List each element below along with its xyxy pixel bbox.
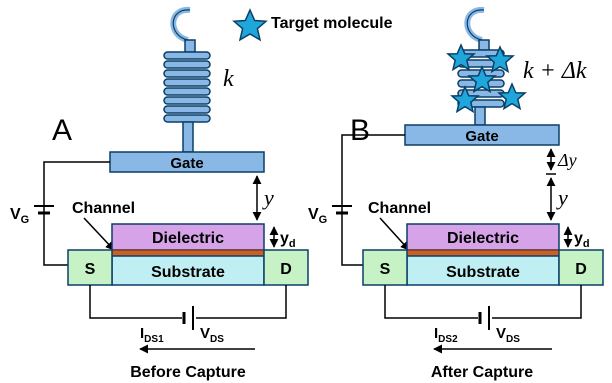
substrate-a [111, 255, 265, 286]
yd-label-a: yd [280, 230, 296, 250]
vds-label-a: VDS [200, 325, 224, 345]
caption-a: Before Capture [130, 364, 246, 381]
panel-b-letter: B [350, 114, 370, 147]
ids-label-a: IDS1 [140, 325, 164, 345]
delta-gap-label-b: Δy [557, 150, 577, 170]
substrate-label-a: Substrate [151, 264, 225, 281]
source-label-b: S [380, 261, 391, 278]
legend: Target molecule [232, 8, 393, 42]
channel-arrow-a [83, 217, 115, 251]
substrate-label-b: Substrate [446, 264, 520, 281]
oxide-layer-b [406, 249, 560, 257]
vg-wire-b [341, 134, 405, 266]
channel-label-b: Channel [368, 200, 431, 217]
drain-label-a: D [280, 261, 292, 278]
yd-label-b: yd [574, 230, 590, 250]
spring-coils-a [163, 51, 211, 123]
source-label-a: S [85, 261, 96, 278]
dielectric-b [406, 223, 560, 251]
source-a [67, 249, 113, 286]
oxide-layer-a [111, 249, 265, 257]
star-icon [232, 8, 268, 42]
star-icon [446, 43, 476, 72]
spring-constant-b: k + Δk [523, 58, 587, 84]
spring-constant-a: k [223, 66, 234, 92]
vg-label-b: VG [308, 206, 327, 226]
gap-label-b: y [556, 185, 568, 210]
captured-molecules [446, 43, 527, 114]
caption-b: After Capture [431, 364, 533, 381]
vg-label-a: VG [10, 206, 29, 226]
gate-label-b: Gate [465, 128, 498, 145]
drain-label-b: D [575, 261, 587, 278]
vds-label-b: VDS [496, 325, 520, 345]
ids-label-b: IDS2 [434, 325, 458, 345]
star-icon [450, 85, 480, 114]
gap-label-a: y [262, 185, 274, 210]
star-icon [467, 65, 497, 94]
dielectric-label-a: Dielectric [152, 230, 224, 247]
panel-a: A k Gate y [10, 6, 309, 381]
drain-b [558, 249, 604, 286]
channel-arrow-b [379, 217, 410, 251]
channel-label-a: Channel [72, 200, 135, 217]
gate-label-a: Gate [170, 155, 203, 172]
panel-b: B k + Δk Gate [308, 6, 604, 381]
star-icon [485, 45, 515, 74]
dielectric-label-b: Dielectric [447, 230, 519, 247]
panel-a-letter: A [52, 114, 72, 147]
substrate-b [406, 255, 560, 286]
vds-wire-a [89, 285, 287, 319]
star-icon [497, 82, 527, 111]
spring-a [163, 6, 211, 153]
legend-label: Target molecule [271, 15, 393, 32]
vds-wire-b [384, 285, 582, 319]
